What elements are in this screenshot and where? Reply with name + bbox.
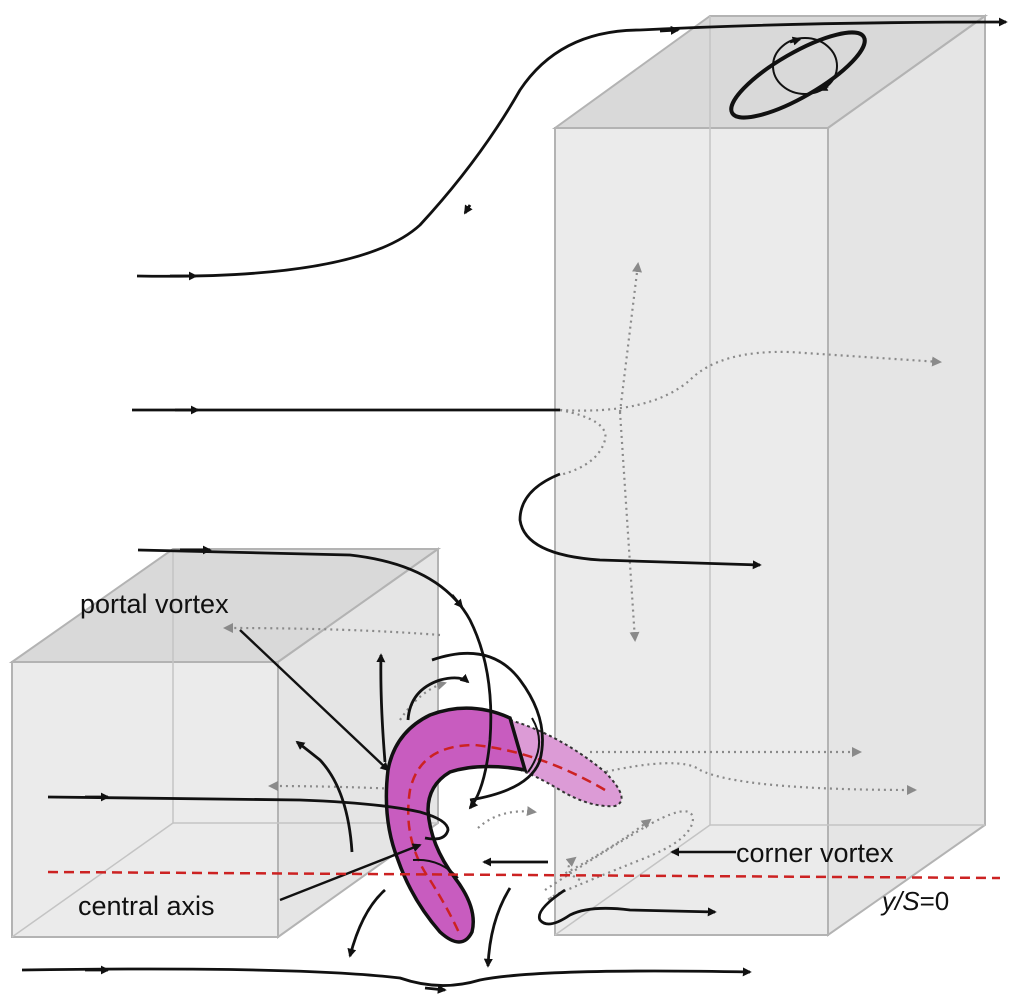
arrow-mark (452, 595, 462, 607)
downwash-2 (488, 888, 510, 966)
bottom-streamline (22, 969, 750, 986)
arrow-mark (465, 205, 470, 213)
corner-vortex-label: corner vortex (736, 838, 894, 868)
central-axis-label: central axis (78, 891, 215, 921)
vortex-body (386, 708, 525, 942)
downwash-1 (350, 890, 385, 956)
portal-vortex-label: portal vortex (80, 589, 229, 619)
plane-equation-value: =0 (920, 886, 950, 916)
plane-equation-variable: y/S (880, 886, 920, 916)
arrow-mark (660, 30, 678, 31)
plane-equation-label: y/S=0 (880, 886, 949, 916)
arrow-mark (425, 988, 445, 990)
hidden-corner-inner (478, 811, 535, 828)
tall-box-side-face (828, 16, 985, 935)
